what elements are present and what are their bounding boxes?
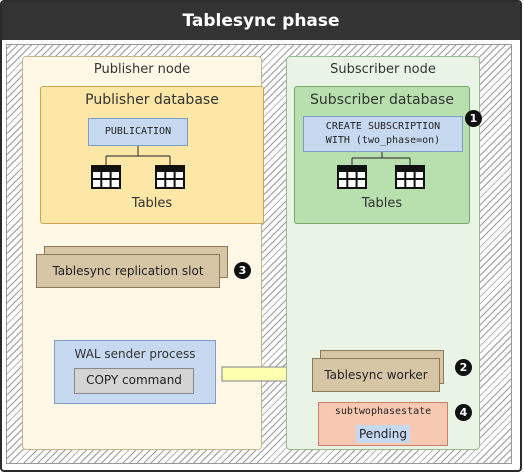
subscriber-database-label: Subscriber database bbox=[310, 92, 454, 108]
tablesync-replication-slot: Tablesync replication slot bbox=[36, 254, 220, 288]
pending-value: Pending bbox=[356, 425, 410, 443]
subscriber-node-label: Subscriber node bbox=[330, 62, 436, 77]
marker-3: 3 bbox=[234, 262, 251, 279]
diagram-title: Tablesync phase bbox=[2, 2, 520, 40]
wal-sender-label: WAL sender process bbox=[74, 347, 196, 361]
marker-2: 2 bbox=[455, 359, 472, 376]
marker-4: 4 bbox=[455, 404, 472, 421]
create-subscription-box: CREATE SUBSCRIPTION WITH (two_phase=on) bbox=[303, 116, 463, 152]
subscriber-tables-diagram bbox=[337, 152, 425, 189]
subscriber-connector-lines bbox=[351, 152, 411, 166]
publisher-database-label: Publisher database bbox=[85, 92, 219, 108]
tablesync-worker: Tablesync worker bbox=[312, 358, 440, 392]
marker-1: 1 bbox=[465, 110, 482, 127]
subscription-line-2: WITH (two_phase=on) bbox=[325, 135, 441, 146]
table-icon bbox=[91, 165, 121, 189]
table-icon bbox=[395, 165, 425, 189]
table-icon bbox=[337, 165, 367, 189]
copy-command: COPY command bbox=[74, 368, 194, 394]
publisher-database bbox=[40, 86, 264, 224]
publication-box: PUBLICATION bbox=[88, 118, 188, 146]
table-icon bbox=[155, 165, 185, 189]
subscriber-tables-label: Tables bbox=[361, 196, 403, 211]
subscription-line-1: CREATE SUBSCRIPTION bbox=[325, 121, 441, 132]
publisher-tables-label: Tables bbox=[131, 196, 173, 211]
publisher-node-label: Publisher node bbox=[93, 62, 191, 77]
publisher-tables-diagram bbox=[91, 146, 185, 189]
subtwophasestate-label: subtwophasestate bbox=[334, 406, 432, 417]
publisher-connector-lines bbox=[105, 146, 171, 166]
